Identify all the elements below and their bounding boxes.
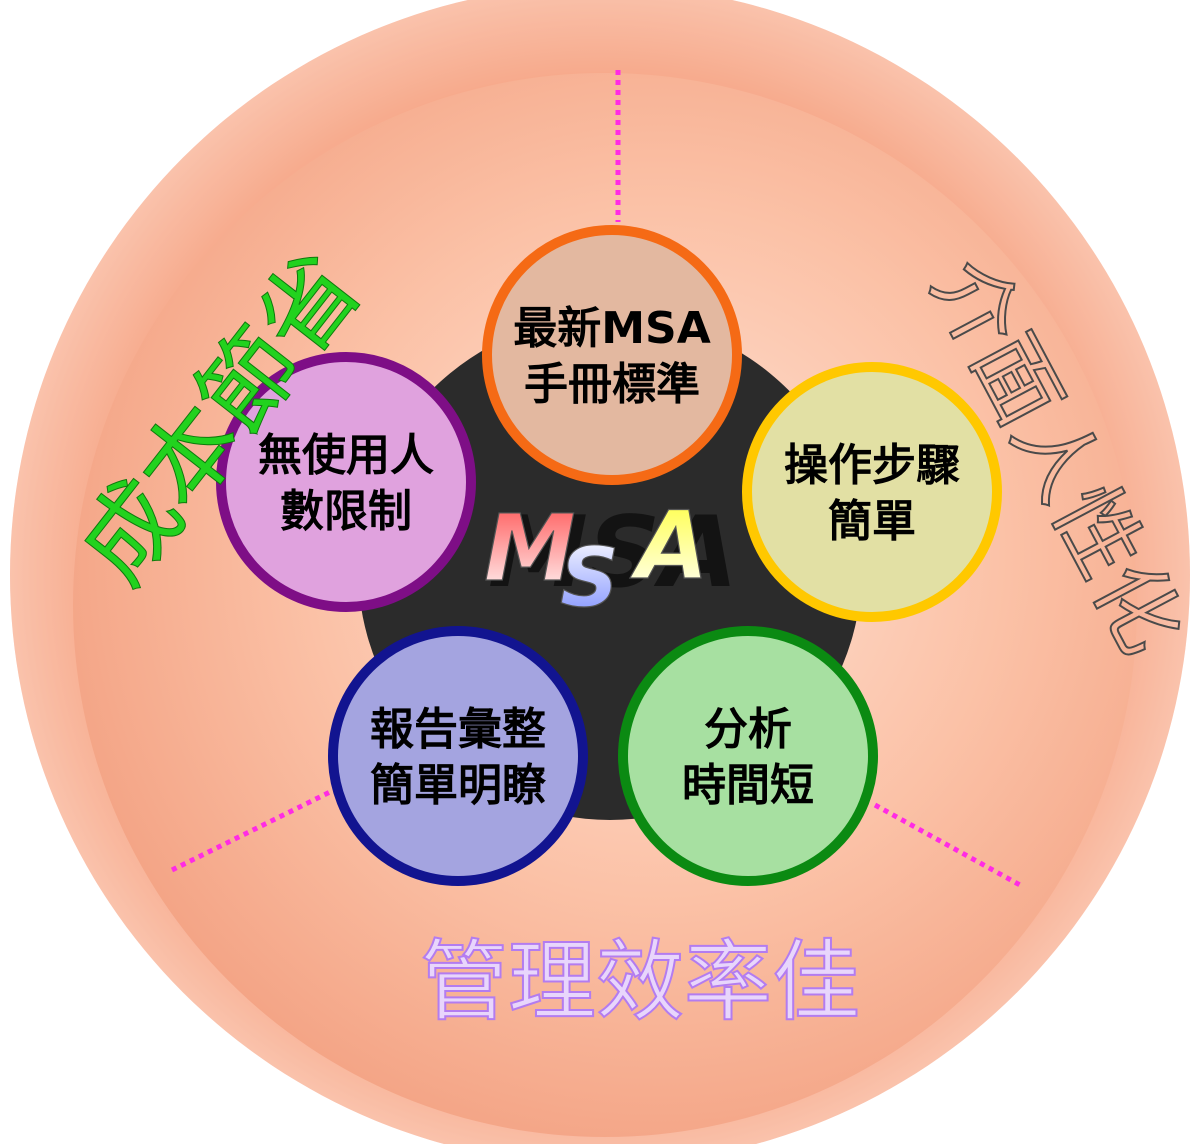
msa-logo-a: A (629, 492, 709, 601)
msa-logo-shadow: MSA (488, 496, 738, 610)
node-analysis-line2: 時間短 (682, 760, 814, 811)
node-report-line2: 簡單明瞭 (370, 760, 547, 811)
msa-logo: MSA M S A (483, 491, 738, 626)
node-report-circle (328, 626, 588, 886)
node-steps-line1: 操作步驟 (784, 440, 960, 491)
node-analysis-line1: 分析 (704, 704, 792, 755)
node-report-line1: 報告彙整 (370, 704, 546, 755)
node-standard-line2: 手冊標準 (524, 359, 700, 410)
msa-logo-s: S (560, 531, 619, 626)
msa-logo-m: M (484, 495, 576, 602)
outer-label-management: 管理效率佳 (420, 930, 860, 1033)
node-users-circle (216, 352, 476, 612)
divider-lines (170, 70, 1022, 888)
node-standard-line1: 最新MSA (513, 303, 711, 354)
node-steps-line2: 簡單 (828, 496, 916, 547)
node-steps-circle (742, 362, 1002, 622)
node-users-line1: 無使用人 (258, 430, 434, 481)
node-analysis-circle (618, 626, 878, 886)
node-standard-circle (482, 225, 742, 485)
divider-bottom-right (873, 802, 1022, 888)
node-users-line2: 數限制 (280, 486, 412, 537)
